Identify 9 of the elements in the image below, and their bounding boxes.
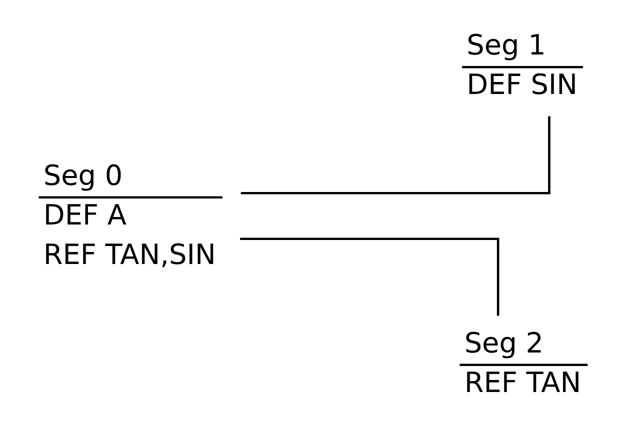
node-label: DEF A bbox=[42, 198, 126, 231]
node-label: Seg 2 bbox=[464, 326, 544, 359]
node-label: REF TAN bbox=[464, 365, 581, 398]
node-label: Seg 1 bbox=[466, 28, 546, 62]
node-label: Seg 0 bbox=[42, 158, 122, 192]
node-label: DEF SIN bbox=[466, 68, 578, 101]
connector bbox=[240, 116, 550, 194]
connector bbox=[240, 237, 499, 316]
node-label: REF TAN,SIN bbox=[42, 237, 216, 270]
